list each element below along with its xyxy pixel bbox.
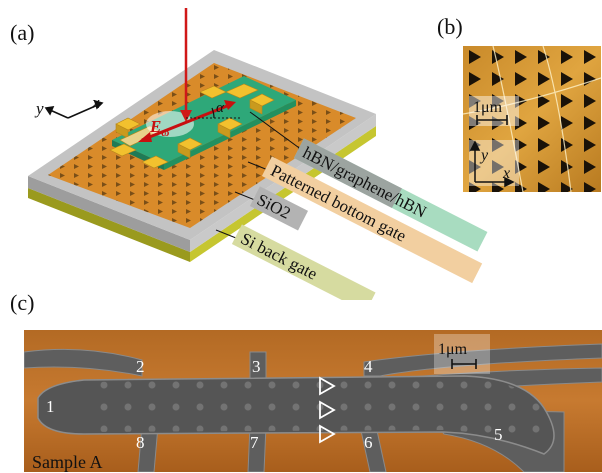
- sample-label: Sample A: [32, 452, 103, 472]
- scalebar-label-c: 1μm: [438, 341, 468, 358]
- panel-c-label: (c): [10, 290, 35, 315]
- polarization-arrow: [141, 102, 233, 142]
- panel-b-label: (b): [437, 14, 463, 39]
- axis-x-label: x: [91, 93, 100, 112]
- contact-label-2: 2: [136, 357, 145, 376]
- polarization-arrowhead-left: [138, 132, 152, 142]
- angle-arc: [211, 107, 215, 119]
- contact-label-6: 6: [364, 433, 373, 452]
- beam-arrowhead: [180, 110, 192, 122]
- scalebar-label-b: 1μm: [473, 99, 503, 116]
- contact-label-1: 1: [46, 397, 55, 416]
- device-schematic: α Eω y x hBN/graphene/hBN Patterned bott…: [28, 8, 488, 300]
- scalebar-background-c: [434, 334, 490, 374]
- axis-x-label-b: x: [502, 165, 510, 182]
- label-si-back-gate: Si back gate: [231, 224, 376, 300]
- axes-triad: [44, 99, 104, 119]
- panel-a-label: (a): [10, 20, 35, 45]
- polarization-arrowhead-right: [224, 100, 236, 110]
- angle-label: α: [216, 100, 225, 116]
- scalebar-c: [451, 359, 477, 369]
- svg-text:Si back gate: Si back gate: [238, 229, 321, 284]
- gold-contacts: [109, 83, 275, 169]
- afm-wrinkles: [463, 46, 601, 192]
- field-label: Eω: [149, 117, 169, 139]
- contact-label-5: 5: [494, 425, 503, 444]
- arrow-markers: [319, 376, 336, 444]
- sem-image: 1 2 3 4 5 6 7 8 1μm Sample A: [24, 330, 602, 472]
- scalebar-b: [476, 115, 508, 125]
- contact-label-3: 3: [252, 357, 261, 376]
- axis-y-label: y: [34, 99, 44, 118]
- contact-label-8: 8: [136, 433, 145, 452]
- leader-lines: [215, 111, 303, 239]
- afm-image: 1μm y x: [463, 46, 601, 192]
- field-spot: [146, 111, 194, 137]
- contact-label-4: 4: [364, 357, 373, 376]
- axis-y-label-b: y: [479, 147, 489, 164]
- axes-arrows-b: [469, 140, 515, 188]
- contact-label-7: 7: [250, 433, 259, 452]
